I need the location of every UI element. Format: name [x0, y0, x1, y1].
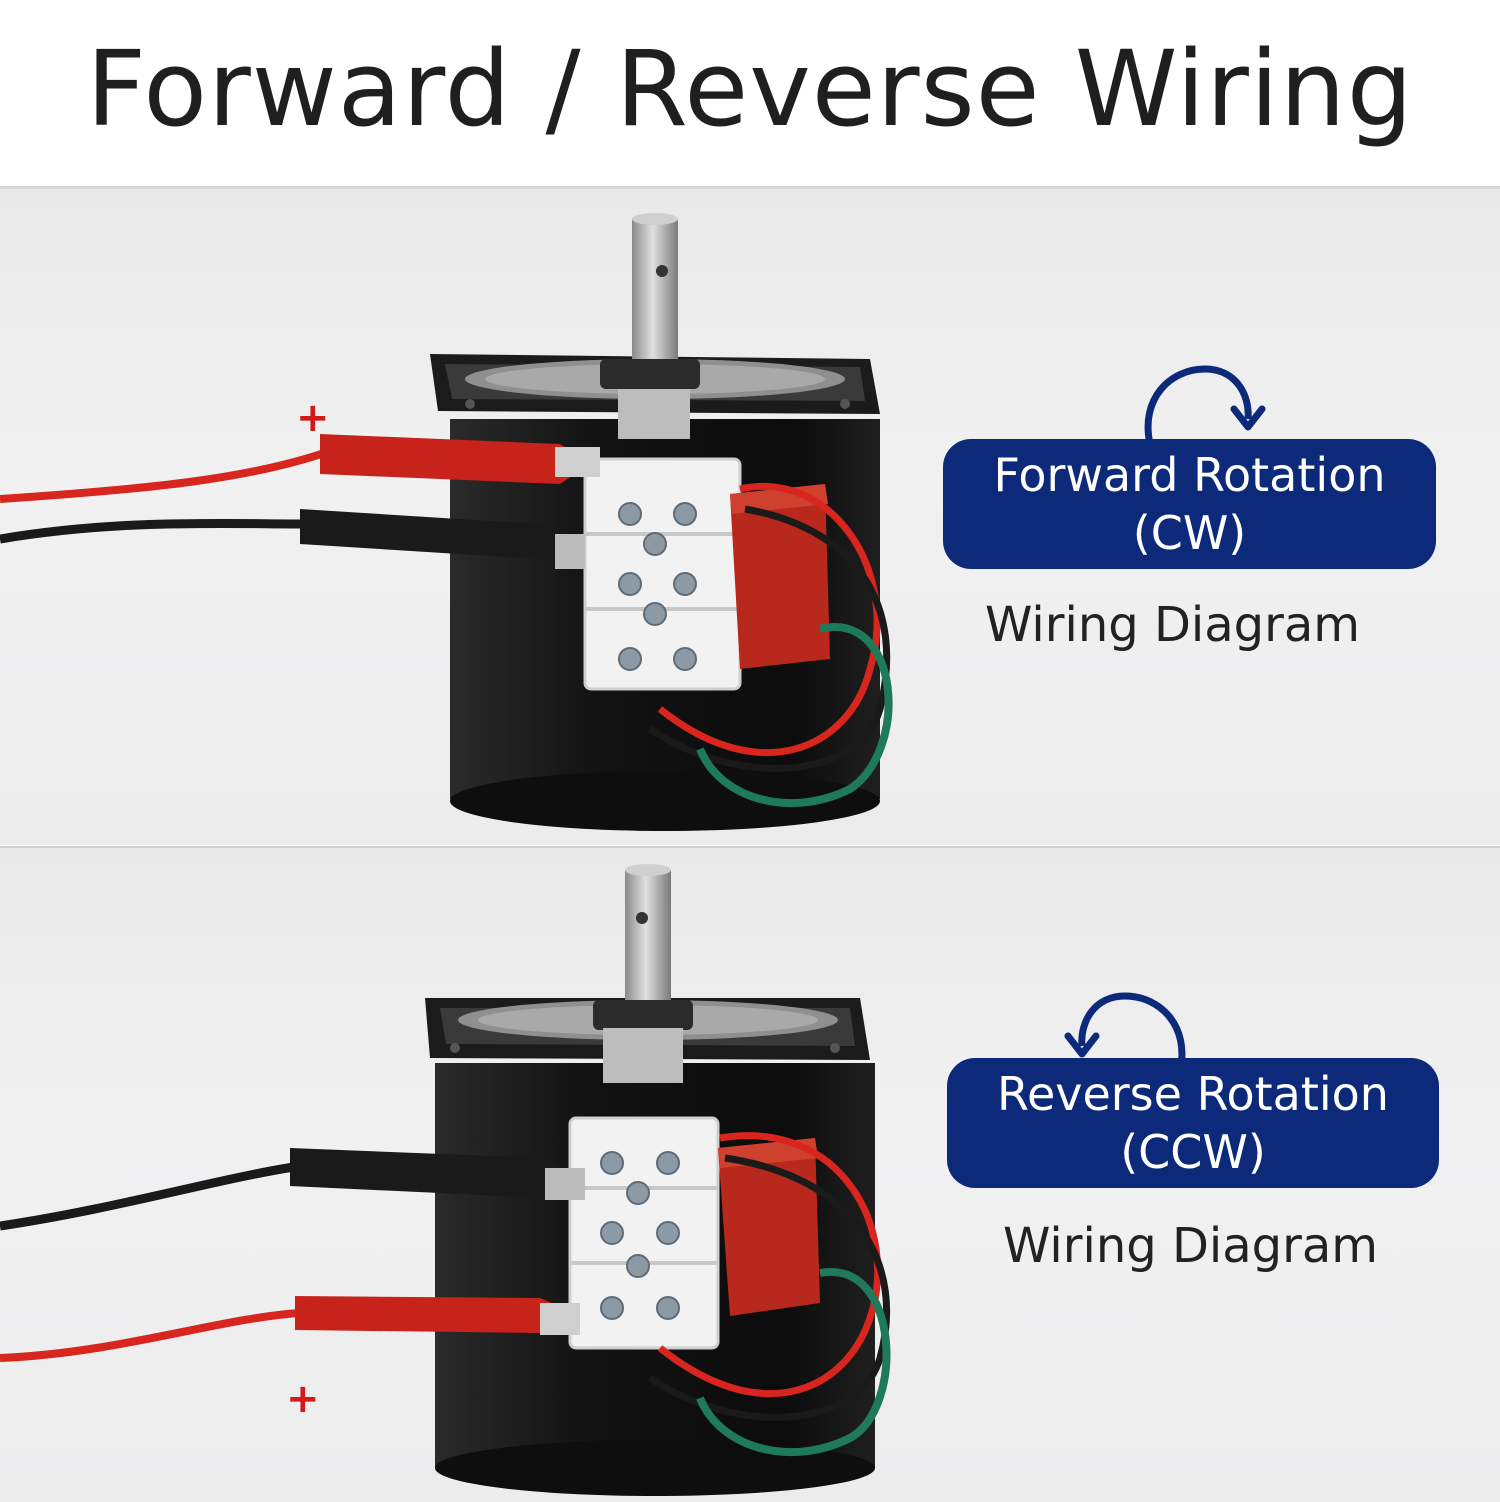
clockwise-arrow-icon	[1144, 365, 1266, 445]
positive-terminal-label: +	[296, 395, 330, 441]
forward-motor-photo	[0, 213, 893, 831]
header: Forward / Reverse Wiring	[0, 0, 1500, 186]
reverse-rotation-badge: Reverse Rotation (CCW)	[947, 1058, 1439, 1188]
forward-rotation-direction: (CW)	[1132, 506, 1247, 560]
forward-wiring-caption: Wiring Diagram	[985, 597, 1361, 653]
forward-rotation-label: Forward Rotation	[993, 448, 1386, 502]
forward-wiring-panel: + Forward Rotation (CW) Wiring Diagram	[0, 186, 1500, 845]
counterclockwise-arrow-icon	[1064, 992, 1186, 1072]
reverse-rotation-label: Reverse Rotation	[997, 1067, 1389, 1121]
forward-rotation-badge: Forward Rotation (CW)	[943, 439, 1436, 569]
reverse-rotation-direction: (CCW)	[1120, 1125, 1266, 1179]
page-title: Forward / Reverse Wiring	[86, 28, 1414, 150]
reverse-wiring-caption: Wiring Diagram	[1003, 1218, 1379, 1274]
positive-terminal-label: +	[286, 1376, 320, 1422]
reverse-wiring-panel: + Reverse Rotation (CCW) Wiring Diagram	[0, 846, 1500, 1502]
reverse-motor-photo	[0, 864, 891, 1496]
